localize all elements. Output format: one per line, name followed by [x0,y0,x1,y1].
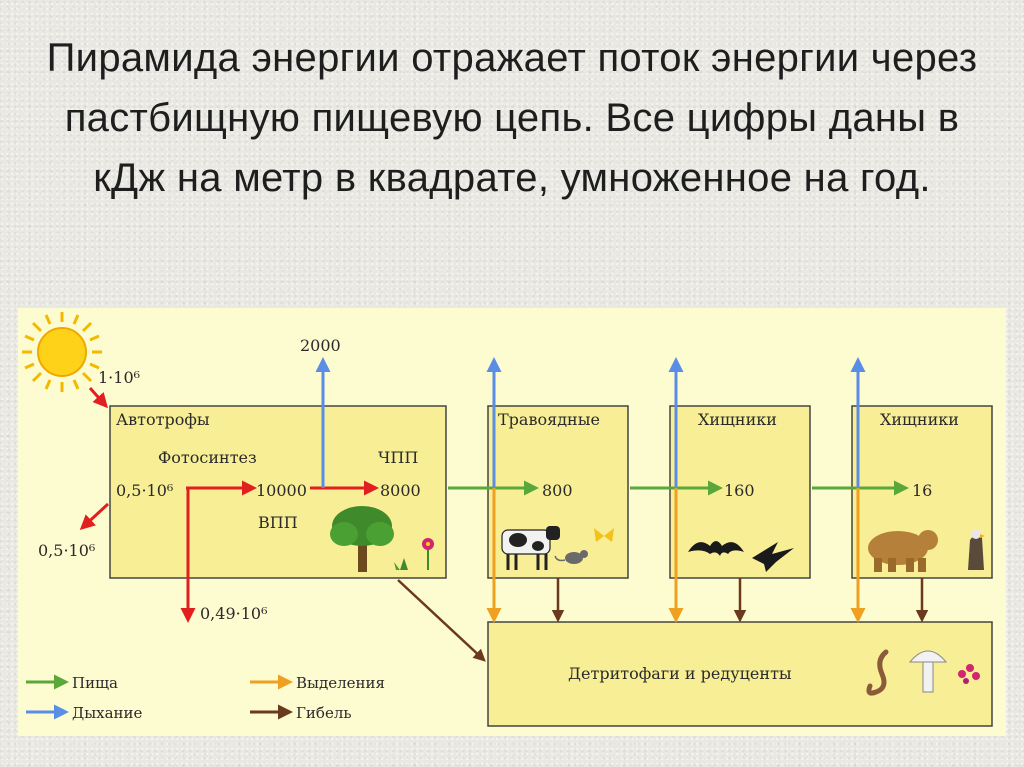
respiration-value: 2000 [300,336,341,355]
mouse-icon [554,550,588,564]
flower-icon [422,538,434,570]
slide-title: Пирамида энергии отражает поток энергии … [46,36,978,200]
not-used-value: 0,49·10⁶ [200,604,267,623]
bacteria-icon [958,664,980,684]
plant-icon [394,558,408,570]
herbivores-title: Травоядные [498,410,600,429]
reflected-value: 0,5·10⁶ [38,541,95,560]
gpp-value: 10000 [256,481,307,500]
legend-death: Гибель [296,704,352,722]
photosynthesis-label: Фотосинтез [158,448,257,467]
legend: Пища Дыхание Выделения Гибель [26,674,385,722]
eagle-icon [968,529,985,570]
tree-icon [330,506,394,572]
absorbed-value: 0,5·10⁶ [116,481,173,500]
gpp-label: ВПП [258,513,298,532]
legend-respiration: Дыхание [72,704,143,722]
carnivores1-title: Хищники [698,410,777,429]
energy-flow-diagram: 1·10⁶ Автотрофы Фотосинтез ЧПП 0,5·10⁶ 1… [18,308,1006,736]
legend-food: Пища [72,674,118,692]
carnivores2-value: 16 [912,481,932,500]
worm-icon [866,649,889,696]
legend-excretion: Выделения [296,674,385,692]
npp-value: 8000 [380,481,421,500]
bat-icon [688,541,744,556]
cow-icon [501,526,560,570]
autotrophs-title: Автотрофы [116,410,210,429]
herbivores-value: 800 [542,481,573,500]
bear-icon [868,530,938,572]
sun-icon [22,312,102,392]
npp-label: ЧПП [378,448,418,467]
carnivores1-value: 160 [724,481,755,500]
autotrophs-box [109,405,447,579]
mushroom-icon [908,650,948,693]
solar-input-label: 1·10⁶ [98,368,140,387]
carnivores2-title: Хищники [880,410,959,429]
butterfly-icon [594,528,614,542]
decomposers-title: Детритофаги и редуценты [568,664,792,683]
swallow-icon [752,542,794,572]
